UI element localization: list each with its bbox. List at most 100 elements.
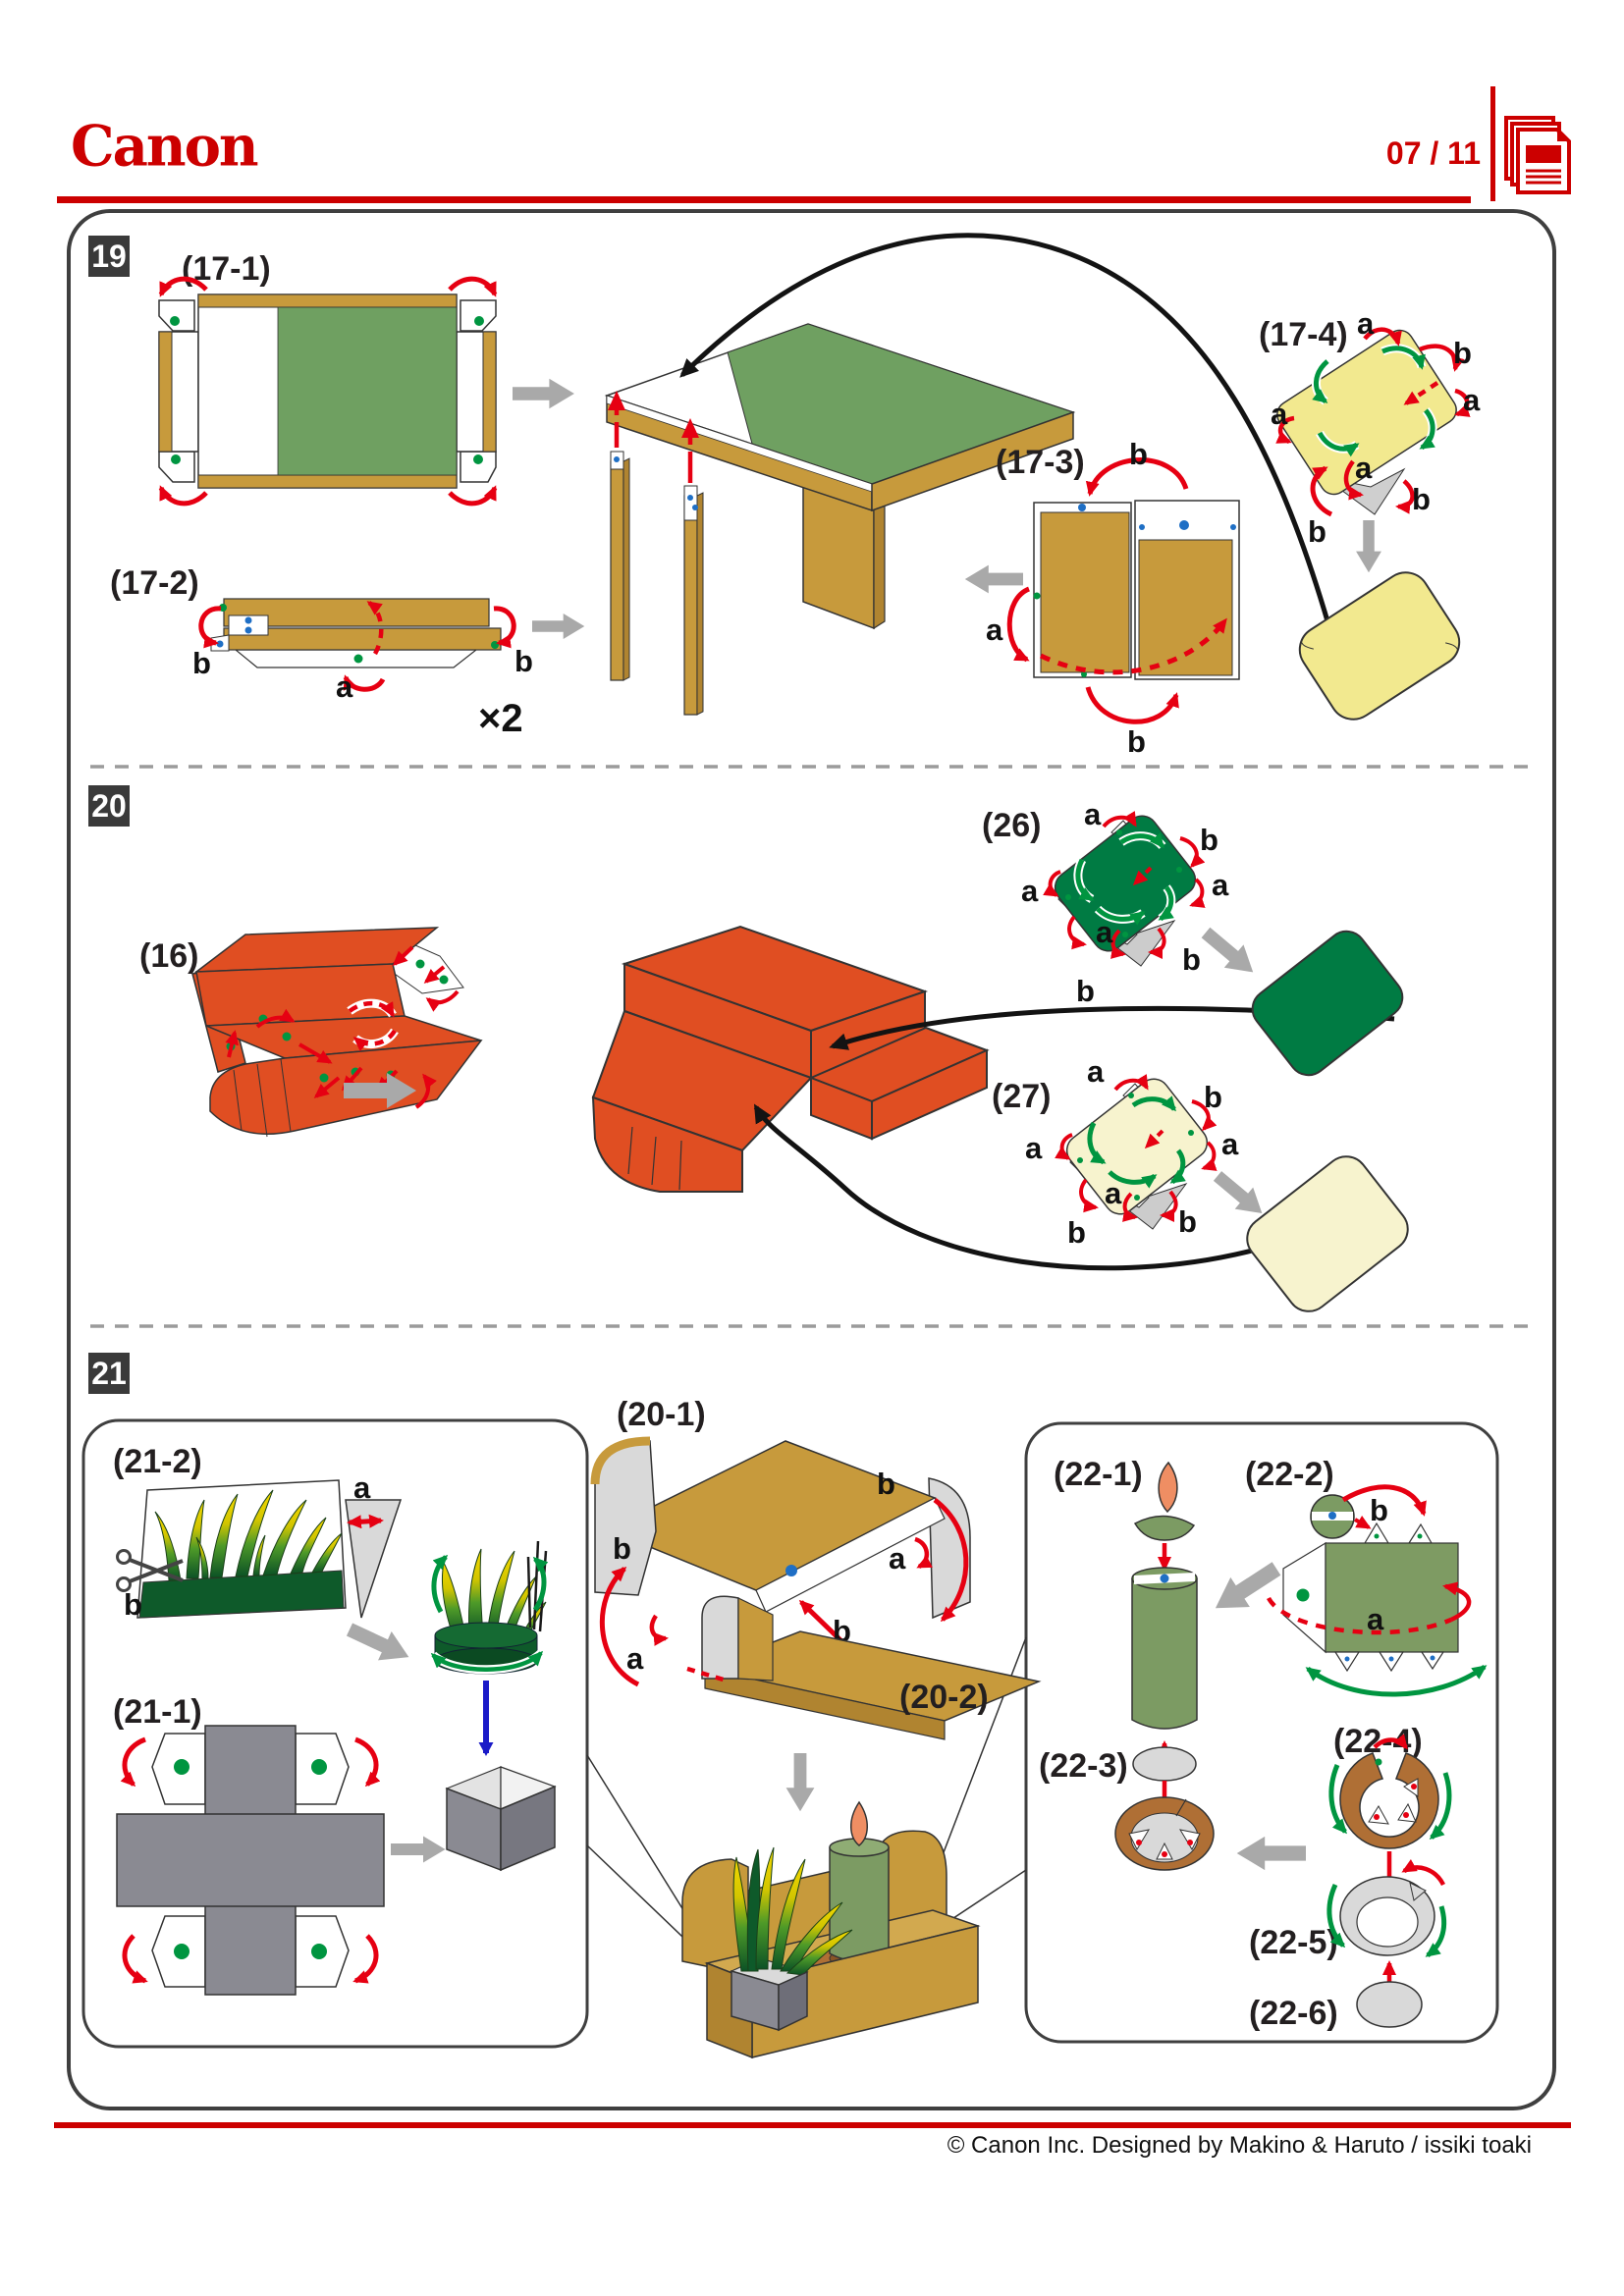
sub-box-22 xyxy=(1024,1421,1499,2044)
svg-text:20: 20 xyxy=(91,788,127,824)
reference-curve-17-4-to-table xyxy=(679,233,1346,678)
fold-label-a: a xyxy=(1357,306,1375,341)
cushion-result-27 xyxy=(1246,1155,1409,1312)
part-label: (22-3) xyxy=(1039,1747,1128,1785)
fold-label-b: b xyxy=(124,1587,142,1622)
part-17-4-diagram: a b a a a b b xyxy=(1271,306,1481,549)
flow-arrow-17-1 xyxy=(513,378,574,409)
part-label: (27) xyxy=(992,1078,1051,1115)
part-label: (16) xyxy=(139,937,198,975)
step-21-section: (21-2) xyxy=(81,1396,1499,2059)
part-20-1-diagram: b a b a b xyxy=(590,1436,971,1687)
part-label: (21-1) xyxy=(113,1693,202,1731)
part-label: (21-2) xyxy=(113,1443,202,1480)
planter-assembly-result xyxy=(681,1800,981,2059)
fold-label-b: b xyxy=(192,646,211,680)
part-22-5-diagram xyxy=(1326,1858,1447,1957)
fold-label-b: b xyxy=(514,644,533,678)
reference-curve-27-to-sofa xyxy=(753,1103,1261,1271)
fold-label-a: a xyxy=(1463,383,1481,417)
fold-label-b: b xyxy=(1067,1215,1086,1250)
fold-label-b: b xyxy=(1204,1080,1222,1114)
step-20-badge: 20 xyxy=(88,785,130,827)
flow-arrow-17-4 xyxy=(1356,520,1381,573)
step-20-section: (16) xyxy=(139,797,1409,1312)
fold-label-b: b xyxy=(1178,1204,1197,1239)
page-indicator: 07 / 11 xyxy=(1385,135,1481,171)
fold-label-b: b xyxy=(1127,724,1146,759)
flow-arrow-21-2 xyxy=(343,1615,416,1672)
canon-logo: Canon xyxy=(71,113,259,180)
copyright-text: © Canon Inc. Designed by Makino & Haruto… xyxy=(947,2132,1532,2159)
part-21-2-diagram: a b xyxy=(116,1470,403,1622)
flow-arrow-26 xyxy=(1196,921,1264,985)
pages-icon xyxy=(1504,116,1571,194)
fold-label-b: b xyxy=(1076,974,1095,1008)
flow-arrow-17-3 xyxy=(964,564,1023,594)
fold-label-a: a xyxy=(1212,868,1229,902)
part-label: (20-1) xyxy=(617,1396,706,1433)
cushion-result-26 xyxy=(1251,930,1404,1077)
step-19-badge: 19 xyxy=(88,236,130,277)
part-label: (17-4) xyxy=(1259,316,1348,353)
flow-arrow-27 xyxy=(1208,1164,1272,1225)
sub-box-21 xyxy=(81,1418,589,2049)
part-label: (26) xyxy=(982,807,1041,844)
grass-roll-result xyxy=(429,1540,549,1675)
flow-arrow-20 xyxy=(785,1753,815,1812)
part-label: (17-2) xyxy=(110,564,199,602)
footer-rule xyxy=(54,2122,1571,2128)
part-22-4-diagram xyxy=(1328,1734,1452,1894)
fold-label-a: a xyxy=(626,1641,644,1676)
part-20-2-diagram xyxy=(686,1595,1042,1740)
fold-label-b: b xyxy=(1182,942,1201,977)
fold-label-b: b xyxy=(1453,336,1472,370)
flow-arrow-17-2 xyxy=(532,614,585,639)
fold-label-a: a xyxy=(1084,797,1102,831)
fold-label-a: a xyxy=(1087,1054,1105,1089)
part-22-1-diagram xyxy=(1131,1461,1198,1730)
fold-label-b: b xyxy=(1412,482,1431,516)
fold-label-a: a xyxy=(1105,1176,1122,1210)
part-label: (17-3) xyxy=(996,444,1085,481)
fold-label-b: b xyxy=(877,1467,895,1501)
part-label: (20-2) xyxy=(899,1679,989,1716)
scissors-icon xyxy=(116,1549,184,1592)
sofa-result-diagram xyxy=(591,925,990,1193)
fold-label-b: b xyxy=(1370,1493,1388,1527)
header-rule xyxy=(57,196,1471,203)
box-result-21-1 xyxy=(445,1766,557,1872)
part-22-3-diagram xyxy=(1114,1740,1215,1871)
flow-arrow-21-1 xyxy=(391,1836,446,1863)
part-22-2-diagram: b a xyxy=(1267,1484,1488,1697)
flow-arrow-22-2 xyxy=(1206,1553,1286,1624)
fold-label-a: a xyxy=(1221,1127,1239,1161)
fold-label-a: a xyxy=(336,669,353,704)
fold-label-b: b xyxy=(613,1531,631,1566)
part-16-diagram xyxy=(191,927,483,1138)
header-vertical-rule xyxy=(1490,86,1495,201)
part-17-2-diagram: b b a ×2 xyxy=(192,598,533,740)
step-21-badge: 21 xyxy=(88,1353,130,1394)
fold-label-a: a xyxy=(1271,397,1288,431)
quantity-label: ×2 xyxy=(478,697,523,740)
fold-label-a: a xyxy=(986,613,1003,647)
flow-arrow-22-4 xyxy=(1236,1836,1306,1871)
part-label: (22-1) xyxy=(1054,1456,1143,1493)
part-17-3-diagram: b b a xyxy=(986,437,1240,759)
fold-label-a: a xyxy=(1367,1602,1384,1636)
fold-label-b: b xyxy=(1200,823,1218,857)
part-label: (22-5) xyxy=(1249,1924,1338,1961)
part-26-diagram xyxy=(1043,811,1206,967)
fold-label-a: a xyxy=(1025,1131,1043,1165)
fold-label-a: a xyxy=(1021,874,1039,908)
part-label: (22-2) xyxy=(1245,1456,1334,1493)
part-label: (22-6) xyxy=(1249,1995,1338,2032)
pillow-result-17-4 xyxy=(1298,571,1461,721)
main-frame xyxy=(67,209,1556,2110)
part-21-1-diagram xyxy=(116,1725,385,1996)
table-assembly-diagram xyxy=(604,323,1076,716)
fold-label-b: b xyxy=(1129,437,1148,471)
